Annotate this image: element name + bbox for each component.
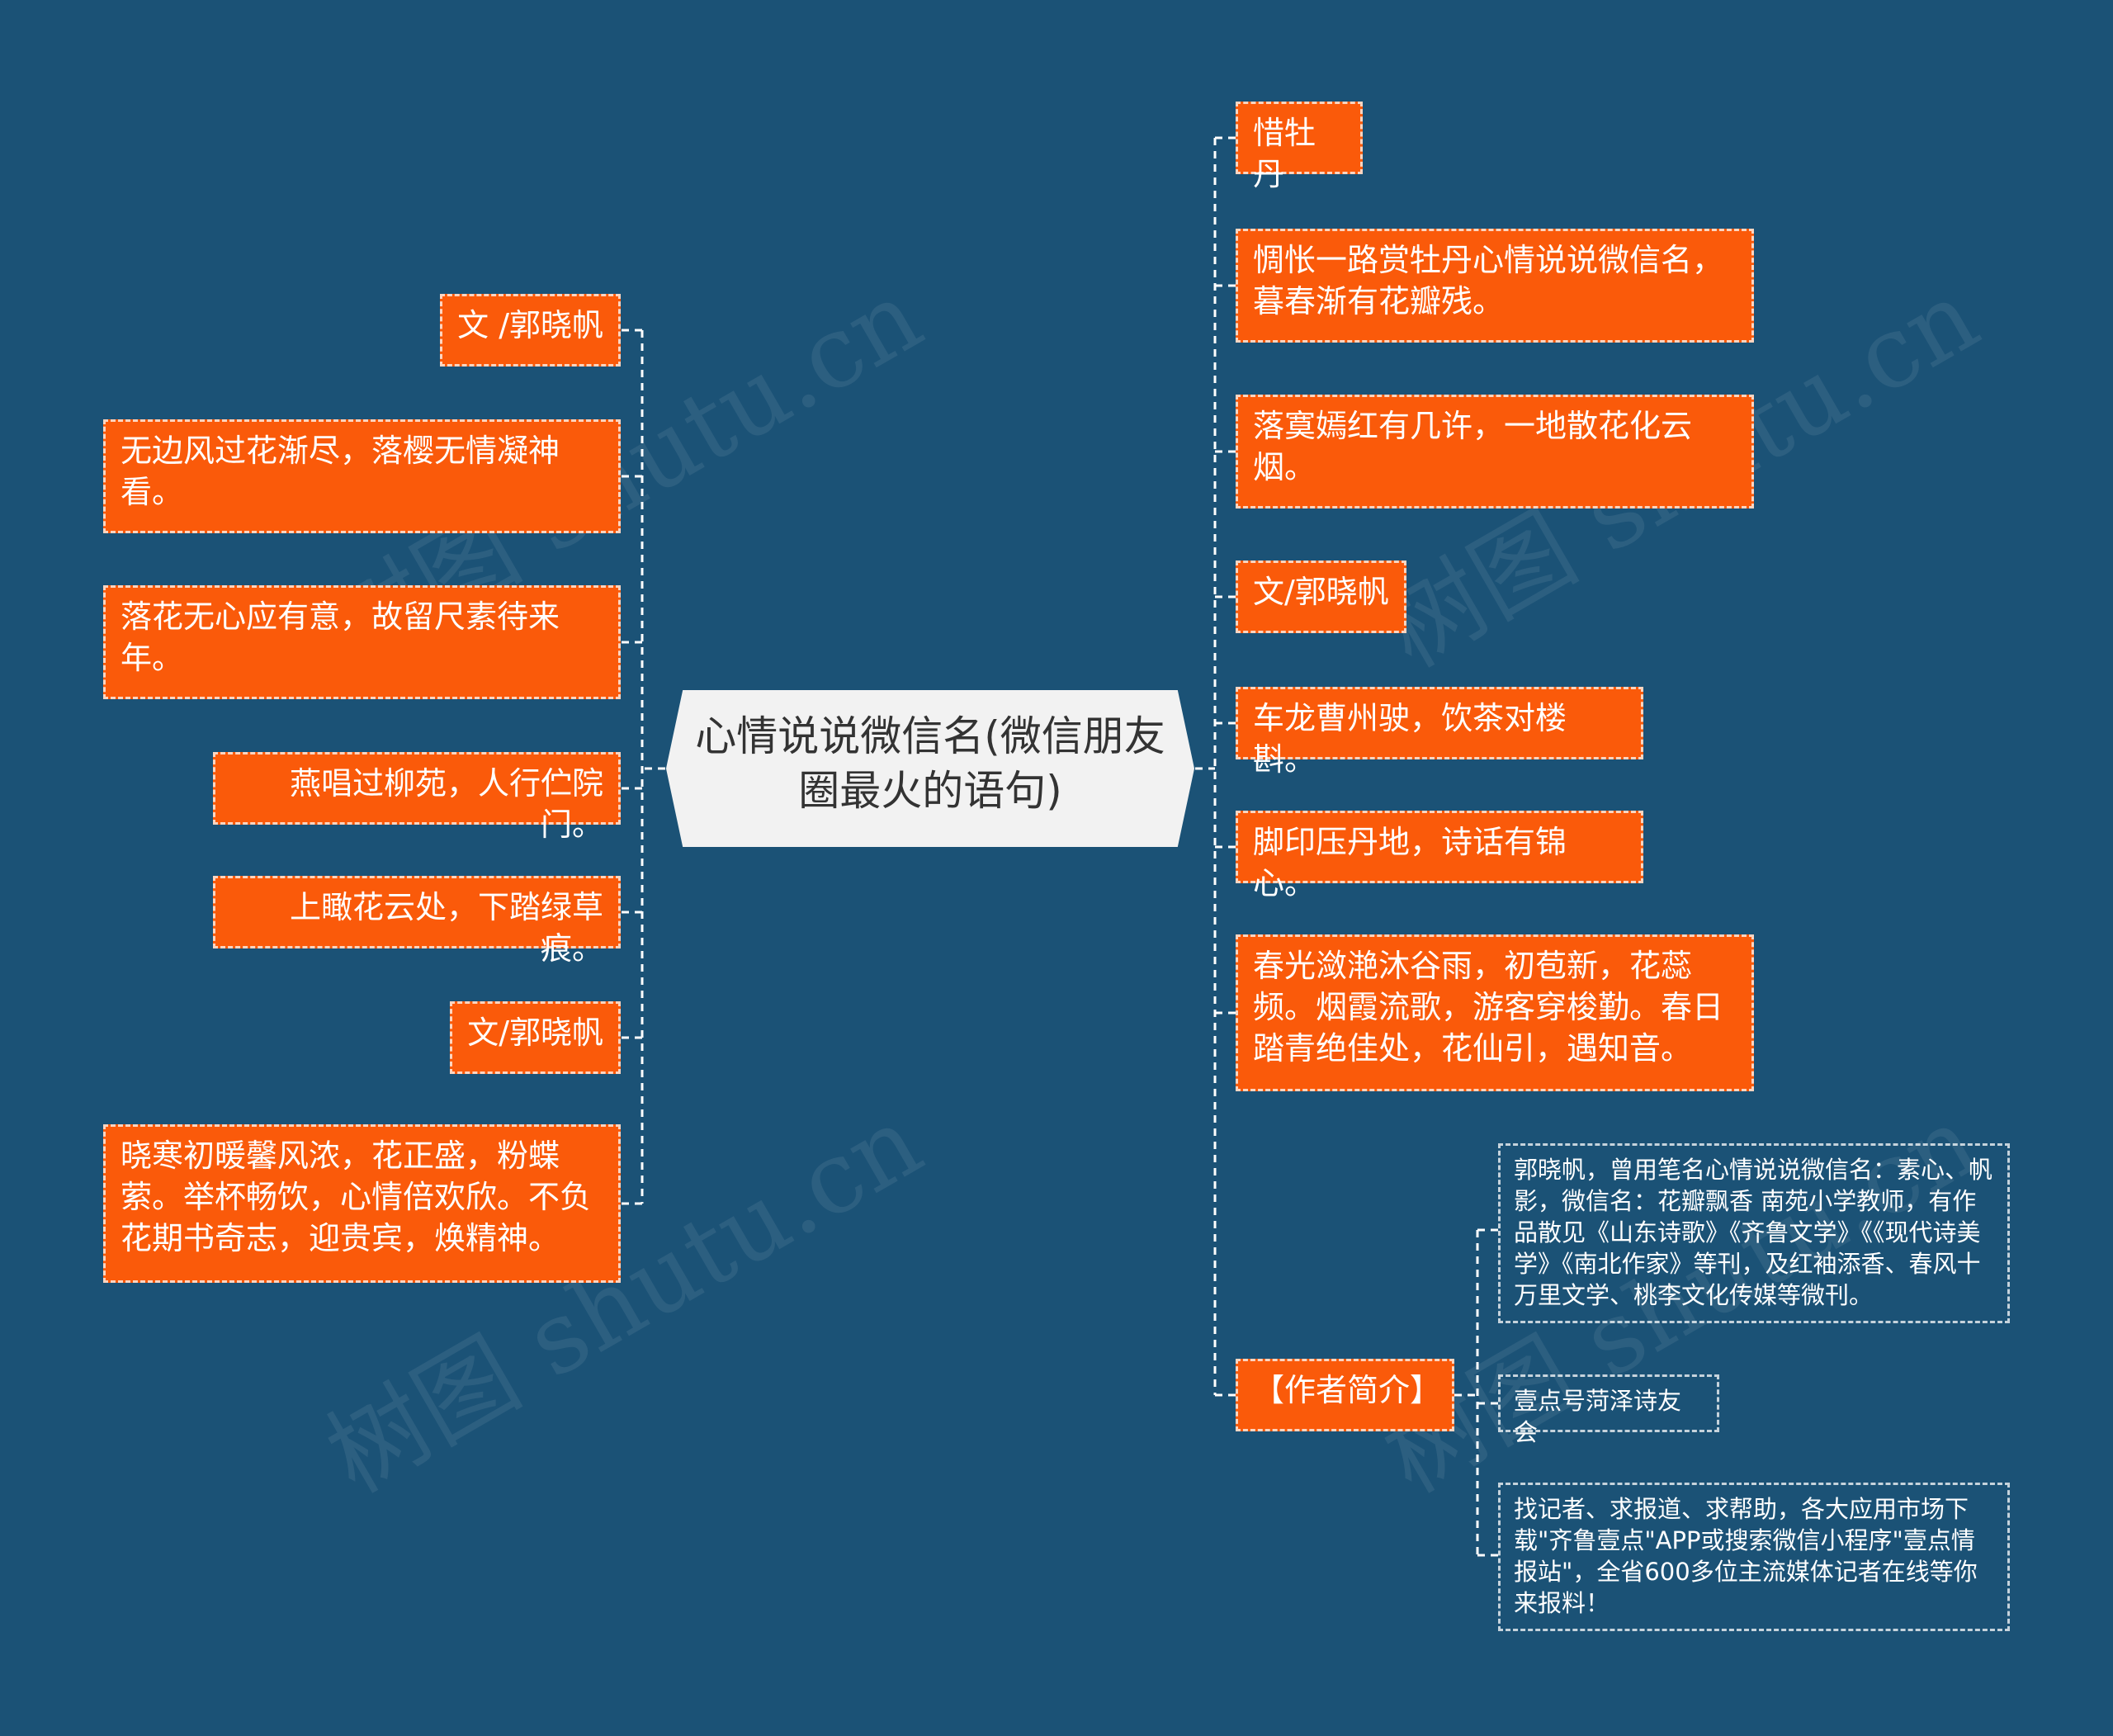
left-node-verse[interactable]: 上瞰花云处，下踏绿草痕。 [213, 876, 621, 967]
right-node-verse[interactable]: 落寞嫣红有几许，一地散花化云烟。 [1236, 395, 1754, 509]
left-node-author-credit[interactable]: 文 /郭晓帆 [440, 294, 621, 367]
left-node-verse[interactable]: 落花无心应有意，故留尺素待来年。 [103, 585, 621, 699]
right-node-verse[interactable]: 惆怅一路赏牡丹心情说说微信名，暮春渐有花瓣残。 [1236, 229, 1754, 343]
author-contact-note[interactable]: 找记者、求报道、求帮助，各大应用市场下载"齐鲁壹点"APP或搜索微信小程序"壹点… [1498, 1483, 2010, 1631]
left-node-verse[interactable]: 燕唱过柳苑，人行伫院门。 [213, 752, 621, 843]
right-node-verse[interactable]: 脚印压丹地，诗话有锦心。 [1236, 811, 1643, 901]
author-group[interactable]: 壹点号菏泽诗友会 [1498, 1374, 1719, 1446]
left-node-verse[interactable]: 无边风过花渐尽，落樱无情凝神看。 [103, 419, 621, 533]
right-node-verse[interactable]: 春光潋滟沐谷雨，初苞新，花蕊频。烟霞流歌，游客穿梭勤。春日踏青绝佳处，花仙引，遇… [1236, 934, 1754, 1091]
right-node-verse[interactable]: 车龙曹州驶，饮茶对楼斟。 [1236, 687, 1643, 778]
left-node-verse[interactable]: 晓寒初暖馨风浓，花正盛，粉蝶萦。举杯畅饮，心情倍欢欣。不负花期书奇志，迎贵宾，焕… [103, 1124, 621, 1283]
right-node-author-intro[interactable]: 【作者简介】 [1236, 1359, 1454, 1431]
author-bio[interactable]: 郭晓帆，曾用笔名心情说说微信名：素心、帆影，微信名：花瓣飘香 南苑小学教师，有作… [1498, 1143, 2010, 1323]
left-node-author-credit[interactable]: 文/郭晓帆 [450, 1001, 621, 1074]
central-topic[interactable]: 心情说说微信名(微信朋友圈最火的语句) [665, 689, 1195, 848]
right-node-title[interactable]: 惜牡丹 [1236, 102, 1363, 192]
central-topic-title: 心情说说微信名(微信朋友圈最火的语句) [695, 712, 1165, 815]
central-topic-shape [665, 690, 1195, 847]
right-node-author-credit[interactable]: 文/郭晓帆 [1236, 561, 1406, 633]
